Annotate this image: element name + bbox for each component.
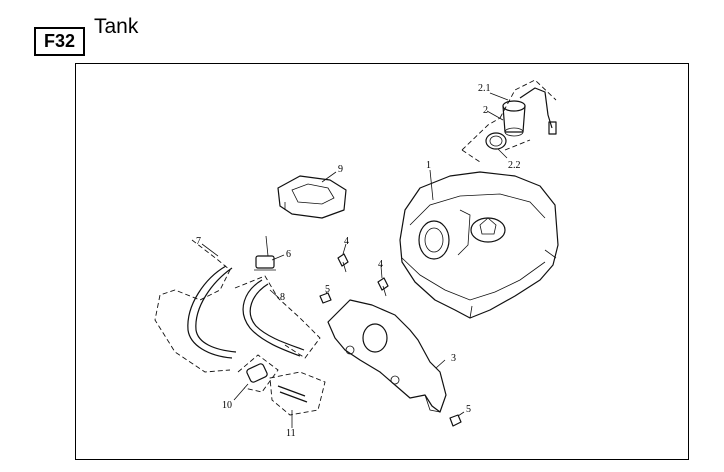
nut-5b — [449, 414, 462, 427]
callout-7: 7 — [196, 236, 201, 247]
callout-1: 1 — [426, 160, 431, 171]
hose-clip — [269, 371, 326, 416]
callout-3: 3 — [451, 353, 456, 364]
callout-5a: 5 — [325, 284, 330, 295]
tank-bracket — [327, 299, 447, 413]
nut-5a — [319, 292, 332, 304]
fuel-filter — [237, 354, 279, 393]
fuel-tank — [399, 171, 559, 319]
callout-6: 6 — [286, 249, 291, 260]
callout-4b: 4 — [378, 259, 383, 270]
callout-2: 2 — [483, 105, 488, 116]
callout-4a: 4 — [344, 236, 349, 247]
callout-2-1: 2.1 — [478, 83, 491, 94]
callout-10: 10 — [222, 400, 232, 411]
bolt-4b — [377, 277, 389, 297]
fuel-hose-long — [154, 239, 237, 373]
callout-5b: 5 — [466, 404, 471, 415]
callout-9: 9 — [338, 164, 343, 175]
figure-code: F32 — [34, 27, 85, 56]
leader-lines — [201, 92, 509, 428]
fuel-hose-short — [234, 275, 321, 359]
callout-11: 11 — [286, 428, 296, 439]
callout-2-2: 2.2 — [508, 160, 521, 171]
fuel-valve — [254, 235, 276, 271]
tank-cushion — [277, 175, 347, 219]
fuel-sender-assembly — [461, 79, 557, 163]
diagram-frame — [75, 63, 689, 460]
callout-8: 8 — [280, 292, 285, 303]
page-title: Tank — [94, 15, 139, 38]
bolt-4a — [337, 253, 349, 273]
